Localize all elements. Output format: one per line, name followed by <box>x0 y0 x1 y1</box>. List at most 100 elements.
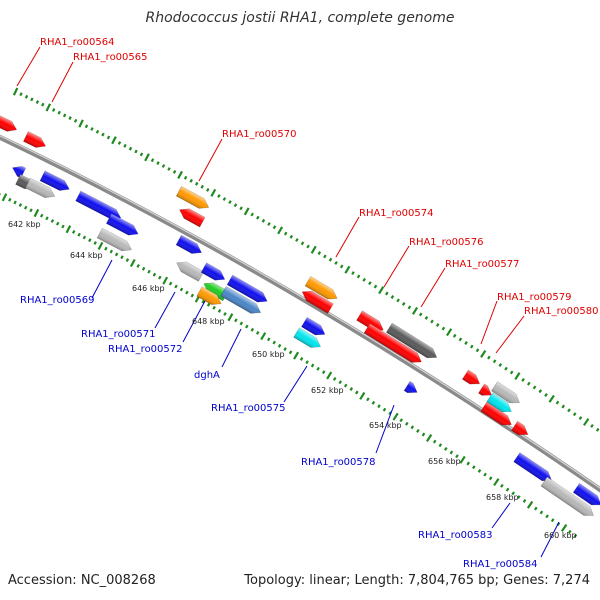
tick-minor <box>62 113 67 118</box>
gene-label[interactable]: RHA1_ro00583 <box>418 530 493 541</box>
tick-minor <box>245 324 249 329</box>
tick-minor <box>349 387 354 391</box>
gene-label[interactable]: RHA1_ro00578 <box>301 457 376 468</box>
gene-label[interactable]: RHA1_ro00565 <box>73 52 148 63</box>
gene-red[interactable] <box>480 401 515 429</box>
gene-red[interactable] <box>177 205 206 228</box>
tick-major <box>560 523 568 532</box>
tick-minor <box>84 124 89 129</box>
gene-orange[interactable] <box>196 286 224 309</box>
tick-major <box>97 241 104 250</box>
tick-minor <box>401 301 406 306</box>
tick-minor <box>136 263 140 268</box>
gene-blue[interactable] <box>200 262 227 284</box>
gene-label[interactable]: RHA1_ro00579 <box>497 292 572 303</box>
tick-minor <box>522 498 527 503</box>
tick-minor <box>405 421 409 426</box>
gene-orange[interactable] <box>175 185 211 212</box>
tick-minor <box>156 161 160 166</box>
tick-major <box>111 136 117 145</box>
genome-backbone-highlight <box>0 135 600 489</box>
gene-label[interactable]: RHA1_ro00577 <box>445 259 520 270</box>
gene-label[interactable]: RHA1_ro00571 <box>81 329 156 340</box>
tick-minor <box>590 423 594 428</box>
tick-minor <box>299 356 304 361</box>
tick-minor <box>399 418 403 423</box>
tick-minor <box>567 408 571 413</box>
tick-minor <box>123 143 127 148</box>
tick-minor <box>104 246 108 251</box>
tick-major <box>446 328 453 337</box>
gene-label[interactable]: RHA1_ro00575 <box>211 403 286 414</box>
gene-cyan[interactable] <box>293 327 324 352</box>
tick-minor <box>487 355 491 360</box>
gene-red[interactable] <box>23 131 48 152</box>
gene-red[interactable] <box>478 383 494 400</box>
gene-label[interactable]: RHA1_ro00572 <box>108 344 183 355</box>
gene-grey[interactable] <box>174 258 205 282</box>
tick-minor <box>29 208 33 213</box>
tick-minor <box>328 257 333 262</box>
tick-major <box>1 193 8 202</box>
tick-minor <box>233 203 238 208</box>
gene-blue[interactable] <box>226 274 270 306</box>
tick-minor <box>106 135 111 140</box>
tick-minor <box>509 370 514 375</box>
gene-blue[interactable] <box>572 482 600 509</box>
tick-minor <box>306 244 310 249</box>
inner-tick-track <box>0 192 578 538</box>
tick-minor <box>288 350 293 355</box>
gene-label[interactable]: RHA1_ro00564 <box>40 37 115 48</box>
tick-minor <box>452 333 457 338</box>
gene-red[interactable] <box>511 420 530 439</box>
gene-label[interactable]: RHA1_ro00576 <box>409 237 484 248</box>
gene-label[interactable]: RHA1_ro00584 <box>463 559 538 570</box>
tick-minor <box>573 533 578 538</box>
gene-label[interactable]: dghA <box>194 370 220 381</box>
gene-grey[interactable] <box>540 476 597 520</box>
gene-label[interactable]: RHA1_ro00570 <box>222 129 297 140</box>
label-leader-line <box>335 216 360 258</box>
tick-minor <box>19 92 23 97</box>
gene-label[interactable]: RHA1_ro00569 <box>20 295 95 306</box>
tick-minor <box>40 213 44 218</box>
scale-tick-label: 644 kbp <box>70 251 103 260</box>
gene-red[interactable] <box>461 369 482 388</box>
tick-minor <box>101 132 105 137</box>
gene-grey[interactable] <box>491 381 522 408</box>
tick-minor <box>88 238 92 243</box>
gene-grey[interactable] <box>96 227 134 255</box>
tick-minor <box>435 323 440 327</box>
gene-blue[interactable] <box>301 316 327 339</box>
tick-minor <box>30 97 34 102</box>
gene-cyan[interactable] <box>486 392 515 416</box>
tick-major <box>65 225 72 234</box>
gene-blue[interactable] <box>175 234 204 257</box>
tick-minor <box>50 219 55 223</box>
gene-blue[interactable] <box>39 170 72 194</box>
gene-red[interactable] <box>0 112 19 135</box>
tick-minor <box>255 330 260 335</box>
gene-red[interactable] <box>299 287 334 314</box>
gene-orange[interactable] <box>304 275 340 303</box>
gene-label[interactable]: RHA1_ro00574 <box>359 208 434 219</box>
tick-minor <box>217 308 222 313</box>
tick-minor <box>8 197 12 202</box>
gene-grey[interactable] <box>25 177 57 201</box>
gene-darkgrey[interactable] <box>385 322 439 362</box>
tick-minor <box>283 231 288 236</box>
gene-steelblue[interactable] <box>220 286 264 317</box>
gene-blue[interactable] <box>105 213 140 239</box>
tick-minor <box>488 476 493 481</box>
tick-minor <box>371 400 376 405</box>
tick-minor <box>441 326 446 331</box>
gene-label[interactable]: RHA1_ro00580 <box>524 306 599 317</box>
scale-tick-label: 654 kbp <box>369 421 402 430</box>
tick-major <box>45 103 52 112</box>
tick-minor <box>277 343 282 348</box>
tick-minor <box>190 293 195 298</box>
gene-red[interactable] <box>363 323 424 367</box>
tick-minor <box>504 366 508 371</box>
gene-blue[interactable] <box>403 380 420 397</box>
